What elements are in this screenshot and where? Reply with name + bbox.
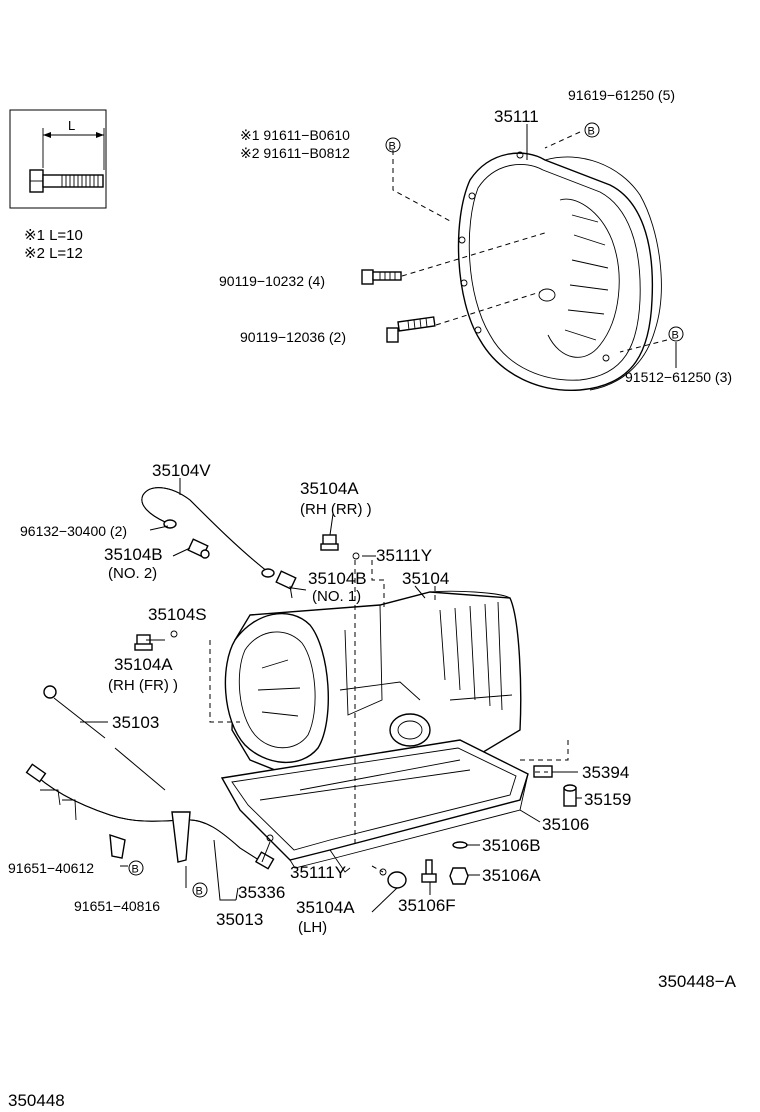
label-35103: 35103 <box>112 713 159 732</box>
bolt-90119-12036 <box>386 316 436 343</box>
filler-tube-35013 <box>25 763 275 870</box>
label-35106f: 35106F <box>398 896 456 915</box>
label-35104b-no2: 35104B <box>104 545 163 564</box>
legend-note-2: ※2 L=12 <box>24 245 83 262</box>
label-35111y-top: 35111Y <box>376 546 432 565</box>
transmission-35104 <box>224 590 522 781</box>
label-90119-12036: 90119−12036 (2) <box>240 329 346 345</box>
dimension-letter: L <box>68 118 75 133</box>
badge-b-icon: B <box>668 326 684 342</box>
label-35104: 35104 <box>402 569 449 588</box>
label-35104b-no1: 35104B <box>308 569 367 588</box>
label-91651-40816: 91651−40816 <box>74 898 160 914</box>
label-35013: 35013 <box>216 910 263 929</box>
gasket-35106b <box>452 841 468 849</box>
bell-housing-35111 <box>457 151 662 392</box>
diagram-reference: 350448 <box>8 1091 65 1110</box>
label-35336: 35336 <box>238 883 285 902</box>
label-35104v: 35104V <box>152 461 211 480</box>
label-91619: 91619−61250 (5) <box>568 87 675 103</box>
bolt-35106f <box>421 859 437 883</box>
label-35104b-no2-note: (NO. 2) <box>108 565 157 582</box>
label-35104s: 35104S <box>148 605 207 624</box>
dipstick-35103 <box>43 685 166 791</box>
label-96132: 96132−30400 (2) <box>20 523 127 539</box>
label-35104a-rr: 35104A <box>300 479 359 498</box>
legend-note-1: ※1 L=10 <box>24 227 83 244</box>
label-35104a-lh: 35104A <box>296 898 355 917</box>
label-35106: 35106 <box>542 815 589 834</box>
label-35104a-fr-note: (RH (FR) ) <box>108 677 178 694</box>
badge-b-icon: B <box>128 860 144 876</box>
plug-35104a-rr <box>320 534 339 551</box>
drain-plug-35106a <box>449 867 469 885</box>
label-35104a-rr-note: (RH (RR) ) <box>300 501 372 518</box>
union-35104b-no1 <box>275 570 297 599</box>
diagram-reference-a: 350448−A <box>658 972 737 991</box>
label-35159: 35159 <box>584 790 631 809</box>
label-35106a: 35106A <box>482 866 541 885</box>
svg-text:B: B <box>389 141 396 153</box>
label-35111y-bottom: 35111Y <box>290 863 346 882</box>
part-35159 <box>563 784 577 807</box>
label-35111: 35111 <box>494 107 539 126</box>
hose-35104v <box>141 487 275 578</box>
badge-b-icon: B <box>584 122 600 138</box>
bolt-length-legend: L ※1 L=10 ※2 L=12 <box>9 109 107 262</box>
oil-pan-35106 <box>220 739 529 873</box>
badge-b-icon: B <box>385 137 401 153</box>
svg-text:B: B <box>196 886 203 898</box>
svg-text:B: B <box>672 330 679 342</box>
svg-text:B: B <box>132 864 139 876</box>
label-35104a-fr: 35104A <box>114 655 173 674</box>
label-35104b-no1-note: (NO. 1) <box>312 588 361 605</box>
label-35104a-lh-note: (LH) <box>298 919 327 936</box>
badge-b-icon: B <box>192 882 208 898</box>
label-91651-40612: 91651−40612 <box>8 860 94 876</box>
plug-35104a-fr <box>134 634 153 651</box>
label-91512: 91512−61250 (3) <box>625 369 732 385</box>
label-35106b: 35106B <box>482 836 541 855</box>
svg-text:B: B <box>588 126 595 138</box>
bolt-90119-10232 <box>361 269 402 285</box>
union-35104b-no2 <box>187 538 210 559</box>
label-90119-10232: 90119−10232 (4) <box>219 273 325 289</box>
label-91611-b0610: ※1 91611−B0610 <box>240 127 350 143</box>
plug-35104a-lh <box>379 868 407 889</box>
label-91611-b0812: ※2 91611−B0812 <box>240 145 350 161</box>
label-35394: 35394 <box>582 763 629 782</box>
